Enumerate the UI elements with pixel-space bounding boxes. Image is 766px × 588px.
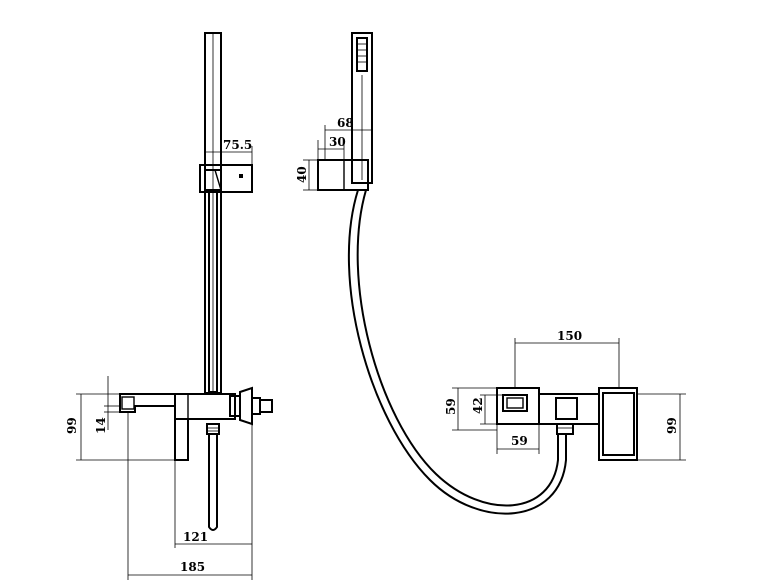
dim-185-label: 185: [180, 560, 205, 574]
dim-40-label: 40: [295, 166, 309, 183]
dim-59-width-label: 59: [511, 434, 528, 448]
dim-75-5-label: 75.5: [223, 138, 252, 152]
dim-99-left-label: 99: [65, 417, 79, 434]
side-view: 75.5 99: [65, 32, 273, 580]
shower-hose: [347, 189, 567, 515]
dim-59-height-label: 59: [444, 398, 458, 415]
dim-center: 150: [514, 329, 620, 388]
dim-68-label: 68: [337, 116, 354, 130]
dim-30-label: 30: [329, 135, 346, 149]
holder-front: [317, 159, 369, 191]
dim-holder-width: 75.5: [204, 138, 253, 165]
dim-left-depths: 121 185: [127, 412, 253, 580]
dim-150-label: 150: [557, 329, 582, 343]
dim-14-label: 14: [94, 417, 108, 434]
dim-handshower: 68 30 40: [295, 116, 373, 191]
dim-left-heights: 99 14: [65, 376, 175, 461]
handshower: [351, 32, 373, 184]
dim-42-label: 42: [471, 397, 485, 414]
dim-121-label: 121: [183, 530, 208, 544]
dim-99-right-label: 99: [665, 417, 679, 434]
dim-right-height: 99: [637, 393, 686, 461]
dim-mixer-front: 59 42 59: [444, 387, 540, 454]
front-view: 68 30 40: [295, 32, 686, 515]
mixer-front: [496, 387, 638, 461]
shower-holder: [199, 164, 253, 193]
mixer-body: [119, 386, 273, 531]
